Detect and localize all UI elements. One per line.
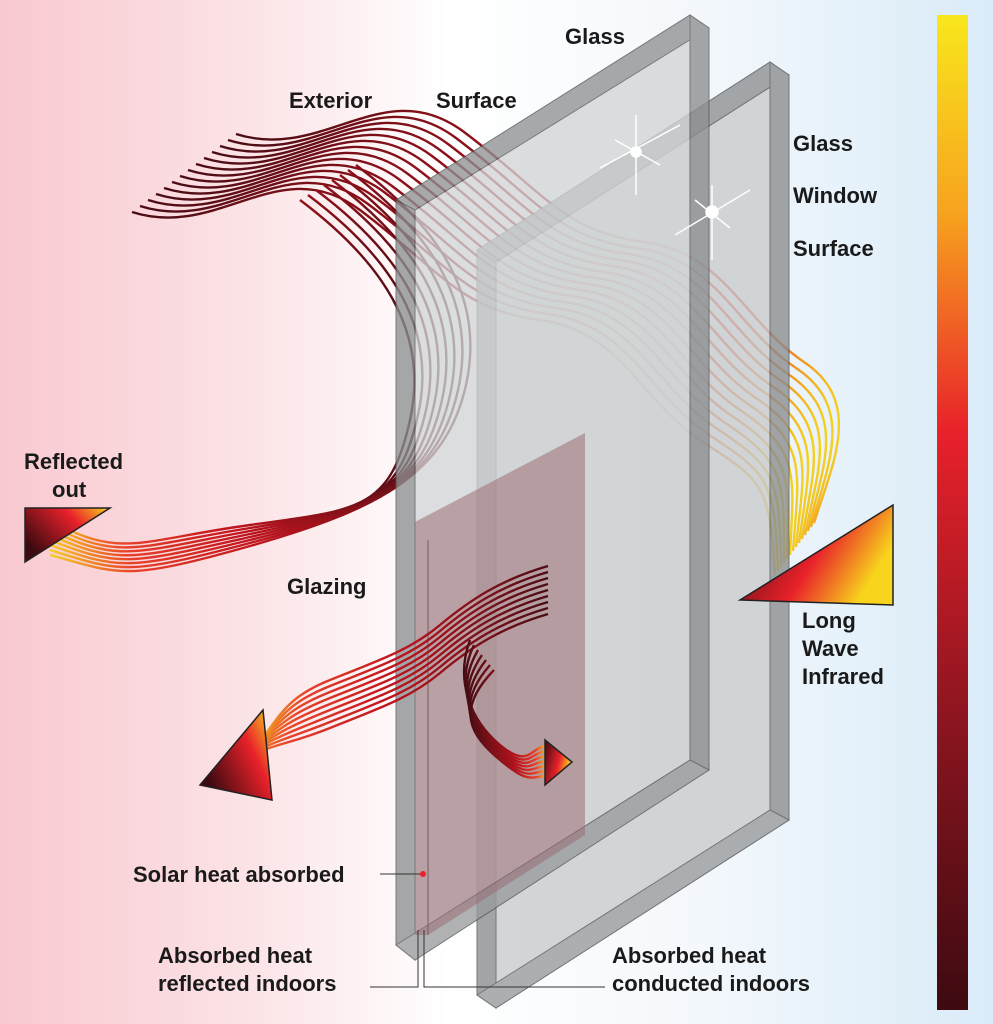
heat-scale-bar: [937, 15, 968, 1010]
label-wave: Wave: [802, 636, 859, 661]
wave-line: [220, 612, 549, 771]
label-out: out: [52, 477, 87, 502]
wave-line: [238, 576, 549, 764]
absorbed-heat-region: [415, 433, 585, 935]
label-conducted-indoors-1: Absorbed heat: [612, 943, 767, 968]
reflected-indoors-arrow-icon: [198, 708, 273, 801]
wave-line: [469, 669, 549, 779]
wave-line: [232, 588, 549, 766]
label-solar-heat-absorbed: Solar heat absorbed: [133, 862, 345, 887]
conducted-indoors-arrow-icon: [544, 738, 574, 787]
reflected-out-arrow-icon: [24, 507, 113, 564]
wave-line: [229, 594, 549, 767]
label-long: Long: [802, 608, 856, 633]
wave-line: [226, 600, 549, 769]
wave-line: [464, 644, 549, 761]
label-exterior: Exterior: [289, 88, 373, 113]
label-glazing: Glazing: [287, 574, 367, 599]
label-reflected-indoors-1: Absorbed heat: [158, 943, 313, 968]
label-glass-top: Glass: [565, 24, 625, 49]
label-infrared: Infrared: [802, 664, 884, 689]
glazing-reflected-waves: [220, 564, 549, 771]
wave-line: [466, 654, 549, 768]
leader-lines: [370, 873, 605, 988]
wave-line: [467, 659, 549, 772]
label-conducted-indoors-2: conducted indoors: [612, 971, 810, 996]
label-window-right: Window: [793, 183, 878, 208]
label-reflected-indoors-2: reflected indoors: [158, 971, 337, 996]
wave-line: [49, 174, 456, 565]
sparkle-icon: [674, 185, 751, 260]
label-reflected: Reflected: [24, 449, 124, 474]
conducted-indoors-waves: [462, 639, 549, 779]
wave-line: [223, 606, 549, 770]
wave-line: [49, 179, 448, 561]
wave-line: [235, 582, 549, 765]
sparkle-icon: [599, 115, 681, 195]
wave-line: [468, 664, 549, 775]
wave-line: [465, 649, 549, 764]
label-surface-top: Surface: [436, 88, 517, 113]
wave-line: [462, 639, 549, 758]
wave-line: [49, 199, 416, 545]
wave-line: [49, 194, 424, 549]
long-wave-infrared-arrow-icon: [737, 503, 894, 606]
wave-line: [49, 184, 440, 557]
solar-heat-point: [420, 871, 426, 877]
wave-line: [241, 570, 549, 763]
label-glass-right: Glass: [793, 131, 853, 156]
label-surface-right: Surface: [793, 236, 874, 261]
wave-line: [244, 564, 549, 761]
